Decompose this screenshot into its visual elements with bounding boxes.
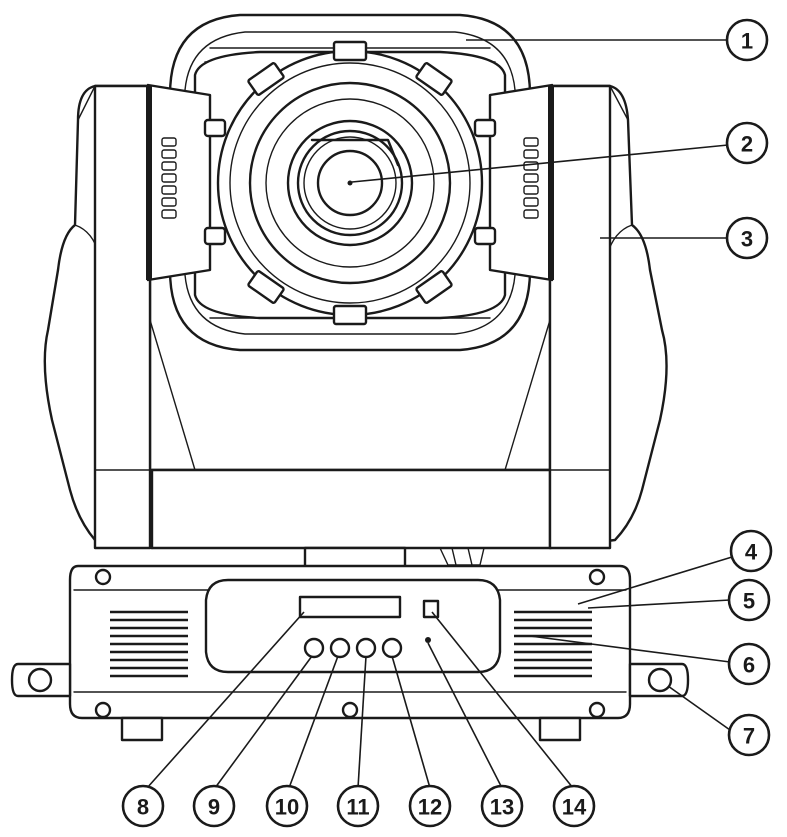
callout-3-label: 3 bbox=[741, 227, 753, 252]
down-button[interactable] bbox=[355, 637, 377, 659]
left-handle-vents bbox=[161, 137, 177, 219]
callout-3: 3 bbox=[725, 216, 769, 260]
callout-13: 13 bbox=[480, 784, 524, 828]
callout-12: 12 bbox=[408, 784, 452, 828]
sensor-window bbox=[422, 599, 440, 619]
callout-4: 4 bbox=[729, 529, 773, 573]
callout-9-label: 9 bbox=[208, 795, 220, 820]
callout-14: 14 bbox=[552, 784, 596, 828]
leader-lines bbox=[146, 39, 733, 789]
callout-11-label: 11 bbox=[346, 795, 369, 820]
callout-14-label: 14 bbox=[562, 795, 587, 820]
callout-8: 8 bbox=[121, 784, 165, 828]
yoke bbox=[43, 84, 668, 572]
lens-ring-slots bbox=[247, 40, 453, 326]
callout-7-label: 7 bbox=[743, 724, 755, 749]
callout-2: 2 bbox=[725, 121, 769, 165]
callout-13-label: 13 bbox=[490, 795, 514, 820]
callout-1-label: 1 bbox=[741, 29, 753, 54]
right-handle-vents bbox=[523, 137, 539, 219]
lcd-display bbox=[298, 595, 402, 619]
callout-4-label: 4 bbox=[745, 540, 758, 565]
callout-9: 9 bbox=[192, 784, 236, 828]
up-button[interactable] bbox=[329, 637, 351, 659]
callout-8-label: 8 bbox=[137, 795, 149, 820]
callouts: 1 2 3 4 5 6 7 8 bbox=[121, 18, 773, 828]
callout-11: 11 bbox=[336, 784, 380, 828]
callout-7: 7 bbox=[727, 713, 771, 757]
callout-6: 6 bbox=[727, 642, 771, 686]
callout-2-label: 2 bbox=[741, 132, 753, 157]
callout-6-label: 6 bbox=[743, 653, 755, 678]
callout-5-label: 5 bbox=[743, 589, 755, 614]
right-vent-grille bbox=[514, 610, 592, 678]
callout-12-label: 12 bbox=[418, 795, 442, 820]
callout-10-label: 10 bbox=[275, 795, 299, 820]
enter-button[interactable] bbox=[381, 637, 403, 659]
callout-10: 10 bbox=[265, 784, 309, 828]
indicator-led bbox=[425, 637, 431, 643]
mode-button[interactable] bbox=[303, 637, 325, 659]
callout-5: 5 bbox=[727, 578, 771, 622]
callout-1: 1 bbox=[725, 18, 769, 62]
left-vent-grille bbox=[110, 610, 188, 678]
base bbox=[10, 564, 690, 742]
moving-head bbox=[146, 13, 554, 352]
